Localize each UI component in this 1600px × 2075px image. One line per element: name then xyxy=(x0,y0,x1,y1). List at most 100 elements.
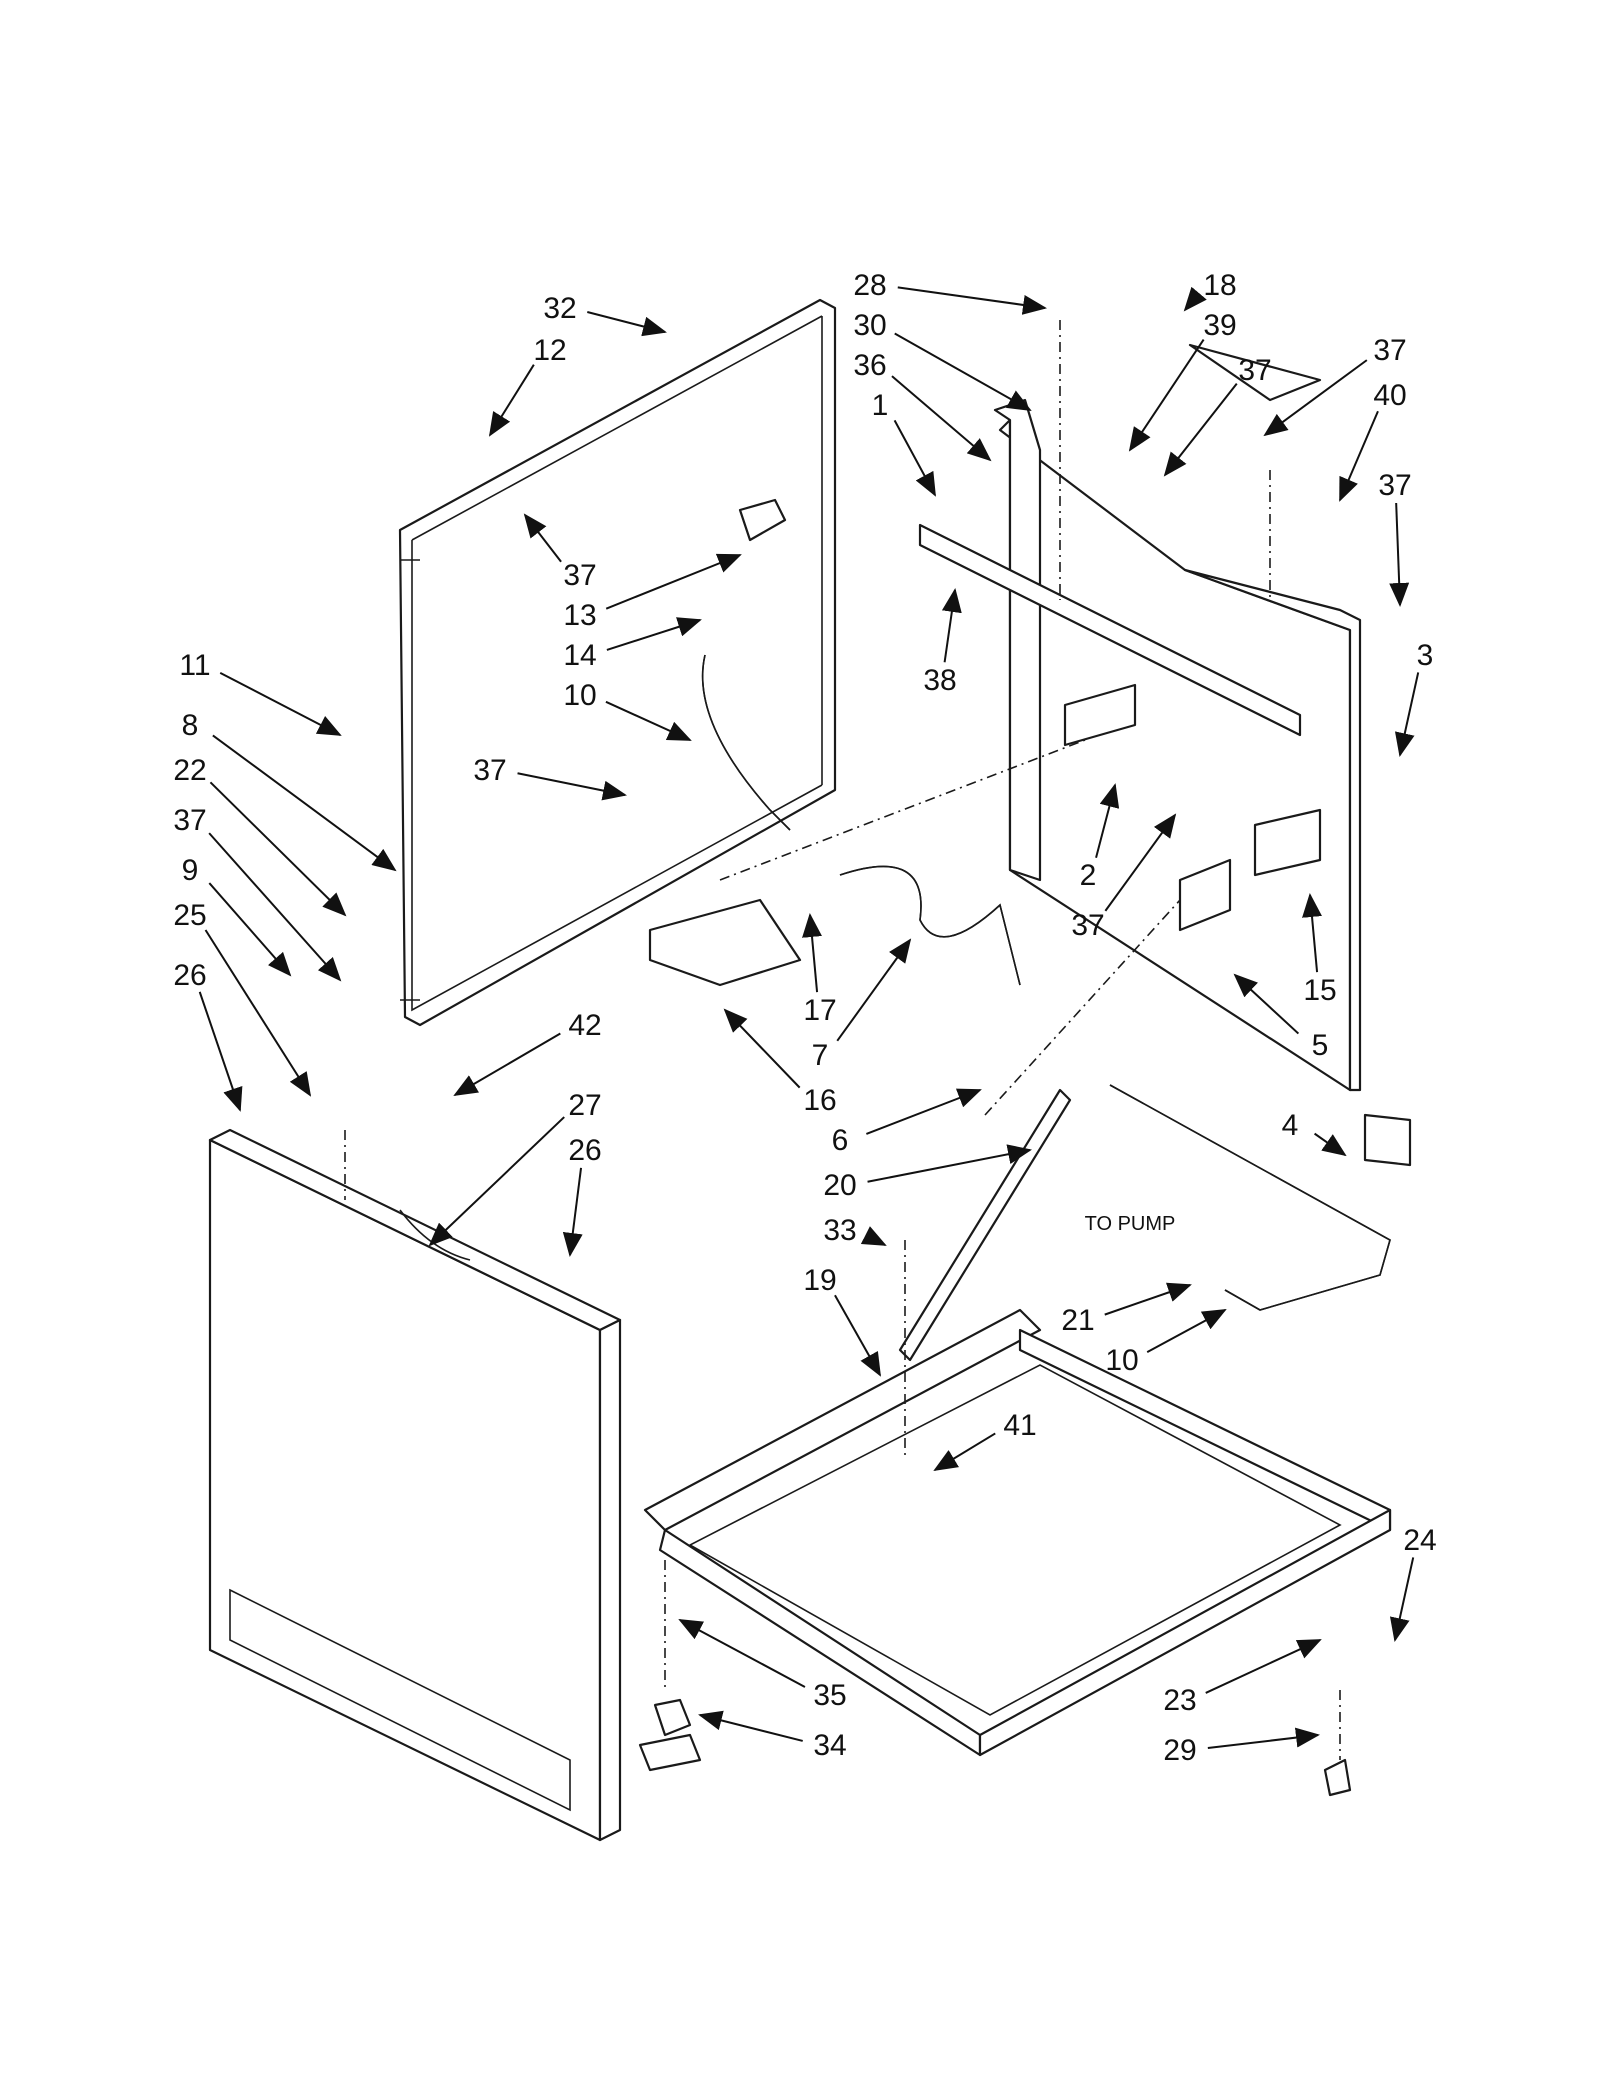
callout-arrow xyxy=(212,734,397,872)
hoses xyxy=(648,498,1391,1311)
callout-label: 37 xyxy=(1373,334,1406,367)
callout-arrow xyxy=(678,1619,806,1688)
callout-label: 32 xyxy=(543,292,576,325)
callout-label: 19 xyxy=(803,1264,836,1297)
callout-label: 33 xyxy=(823,1214,856,1247)
callout-arrow xyxy=(204,929,312,1097)
callout-label: 18 xyxy=(1203,269,1236,302)
callout-arrow xyxy=(208,882,292,977)
bracket-40 xyxy=(1188,343,1322,402)
to-pump-label: TO PUMP xyxy=(1085,1213,1176,1235)
callout-label: 9 xyxy=(182,854,199,887)
callout-label: 6 xyxy=(832,1124,849,1157)
callout-label: 37 xyxy=(173,804,206,837)
switch-bracket xyxy=(1063,683,1137,747)
pump-bracket xyxy=(648,898,802,987)
callout-arrow xyxy=(562,1167,583,1257)
callout-arrow xyxy=(1389,502,1410,607)
pump-fitting xyxy=(738,498,787,542)
callout-label: 4 xyxy=(1282,1109,1299,1142)
callout-arrow xyxy=(1394,672,1420,757)
callout-arrow xyxy=(1104,813,1177,912)
callout-label: 23 xyxy=(1163,1684,1196,1717)
callout-label: 36 xyxy=(853,349,886,382)
callout-label: 26 xyxy=(173,959,206,992)
callout-label: 35 xyxy=(813,1679,846,1712)
callout-arrow xyxy=(1205,1639,1322,1694)
callout-arrow xyxy=(1146,1309,1227,1354)
callout-arrow xyxy=(723,1008,801,1089)
callout-arrow xyxy=(866,1088,982,1135)
callout-label: 8 xyxy=(182,709,199,742)
callout-label: 34 xyxy=(813,1729,846,1762)
callout-label: 25 xyxy=(173,899,206,932)
callout-arrow xyxy=(1207,1727,1320,1750)
callout-label: 5 xyxy=(1312,1029,1329,1062)
callout-label: 37 xyxy=(563,559,596,592)
callout-arrow xyxy=(897,286,1047,315)
base-frame xyxy=(638,1088,1412,1797)
callout-arrow xyxy=(1183,286,1207,312)
callout-label: 21 xyxy=(1061,1304,1094,1337)
callout-arrow xyxy=(209,781,347,917)
callout-arrow xyxy=(1163,383,1238,477)
callout-label: 40 xyxy=(1373,379,1406,412)
foot-29 xyxy=(1323,1758,1352,1797)
callout-label: 28 xyxy=(853,269,886,302)
callout-arrow xyxy=(208,832,342,982)
callout-arrow xyxy=(517,772,627,801)
callout-label: 7 xyxy=(812,1039,829,1072)
callout-label: 10 xyxy=(1105,1344,1138,1377)
callout-arrow xyxy=(698,1710,803,1742)
diagonal-brace xyxy=(898,1088,1072,1362)
callout-label: 10 xyxy=(563,679,596,712)
callout-arrow xyxy=(891,375,992,462)
callout-arrow xyxy=(1302,893,1322,973)
callout-label: 30 xyxy=(853,309,886,342)
callout-label: 29 xyxy=(1163,1734,1196,1767)
callout-arrow xyxy=(605,553,742,610)
callout-label: 12 xyxy=(533,334,566,367)
callout-arrow xyxy=(605,700,692,741)
front-panel xyxy=(208,1128,622,1842)
callout-arrow xyxy=(1128,339,1205,452)
callout-arrow xyxy=(894,332,1032,411)
foot-nut xyxy=(653,1698,692,1737)
callout-label: 38 xyxy=(923,664,956,697)
callout-arrow xyxy=(834,1294,881,1377)
valve-bracket xyxy=(1253,808,1322,877)
callout-label: 2 xyxy=(1080,859,1097,892)
callout-arrow xyxy=(1263,359,1368,437)
callout-label: 37 xyxy=(1238,354,1271,387)
callout-label: 15 xyxy=(1303,974,1336,1007)
callout-arrow xyxy=(860,1226,887,1246)
plate-4 xyxy=(1363,1113,1412,1167)
callout-label: 22 xyxy=(173,754,206,787)
water-valve xyxy=(1178,858,1232,932)
callout-arrow xyxy=(1389,1557,1415,1642)
callout-label: 41 xyxy=(1003,1409,1036,1442)
callout-label: 37 xyxy=(1071,909,1104,942)
callout-label: 20 xyxy=(823,1169,856,1202)
leveling-foot xyxy=(638,1733,702,1772)
callout-label: 11 xyxy=(179,649,210,682)
callout-arrow xyxy=(941,588,962,663)
callout-arrow xyxy=(428,1116,565,1247)
callout-arrow xyxy=(893,419,936,497)
cabinet-side-panel xyxy=(398,298,837,1027)
callout-arrow xyxy=(523,513,562,563)
callout-arrow xyxy=(198,991,243,1112)
callout-label: 27 xyxy=(568,1089,601,1122)
callout-arrow xyxy=(933,1432,996,1472)
callout-label: 3 xyxy=(1417,639,1434,672)
callout-arrow xyxy=(219,671,342,736)
callout-label: 37 xyxy=(473,754,506,787)
callout-arrow xyxy=(587,311,667,337)
callout-label: 26 xyxy=(568,1134,601,1167)
callout-label: 1 xyxy=(872,389,889,422)
callout-arrow xyxy=(606,617,702,651)
rear-panel xyxy=(918,343,1362,1092)
